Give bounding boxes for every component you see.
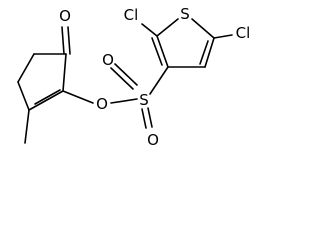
bond-thio-c5-c4 — [204, 37, 215, 68]
bond-c5-oester — [62, 90, 94, 104]
bond-c2-c3 — [17, 53, 35, 83]
bond-thio-s-c5 — [191, 18, 215, 39]
bond-carbonyl-1 — [61, 26, 65, 55]
structure-drawing: Cl S Cl O O O S O — [17, 5, 251, 149]
bond-so-b-2 — [147, 107, 153, 128]
bond-c5-cl — [213, 34, 233, 39]
atom-cl-right: Cl — [236, 24, 251, 42]
bond-so-b-1 — [141, 108, 147, 129]
atom-o-ester: O — [96, 95, 108, 113]
atom-s-sulfonyl: S — [139, 91, 149, 109]
bond-c4-c5-double — [34, 89, 61, 105]
bond-c4-c5 — [28, 90, 64, 111]
bond-c2-cl — [141, 23, 158, 37]
bond-so-a-2 — [114, 63, 138, 86]
bond-c3-c4 — [17, 81, 30, 111]
bond-thio-c5-c4-double — [199, 40, 209, 65]
bond-c5-c1 — [62, 53, 67, 92]
bond-thio-c2-s — [156, 18, 179, 37]
molecule-structure: Cl S Cl O O O S O — [17, 5, 251, 149]
bond-thio-c3-c2-double — [151, 37, 163, 66]
atom-o-sulfonyl-b: O — [147, 131, 159, 149]
bond-thio-c3-c2 — [156, 35, 169, 68]
atom-o-carbonyl: O — [59, 7, 71, 25]
bond-s-c3thio — [149, 66, 169, 95]
bond-methyl — [24, 109, 30, 144]
bond-carbonyl-2 — [67, 26, 71, 55]
bond-oester-ssulfonyl — [110, 98, 138, 104]
bond-so-a-1 — [110, 67, 134, 90]
atom-s-thiophene: S — [180, 5, 190, 23]
atom-o-sulfonyl-a: O — [102, 51, 114, 69]
atom-cl-top: Cl — [124, 6, 139, 24]
